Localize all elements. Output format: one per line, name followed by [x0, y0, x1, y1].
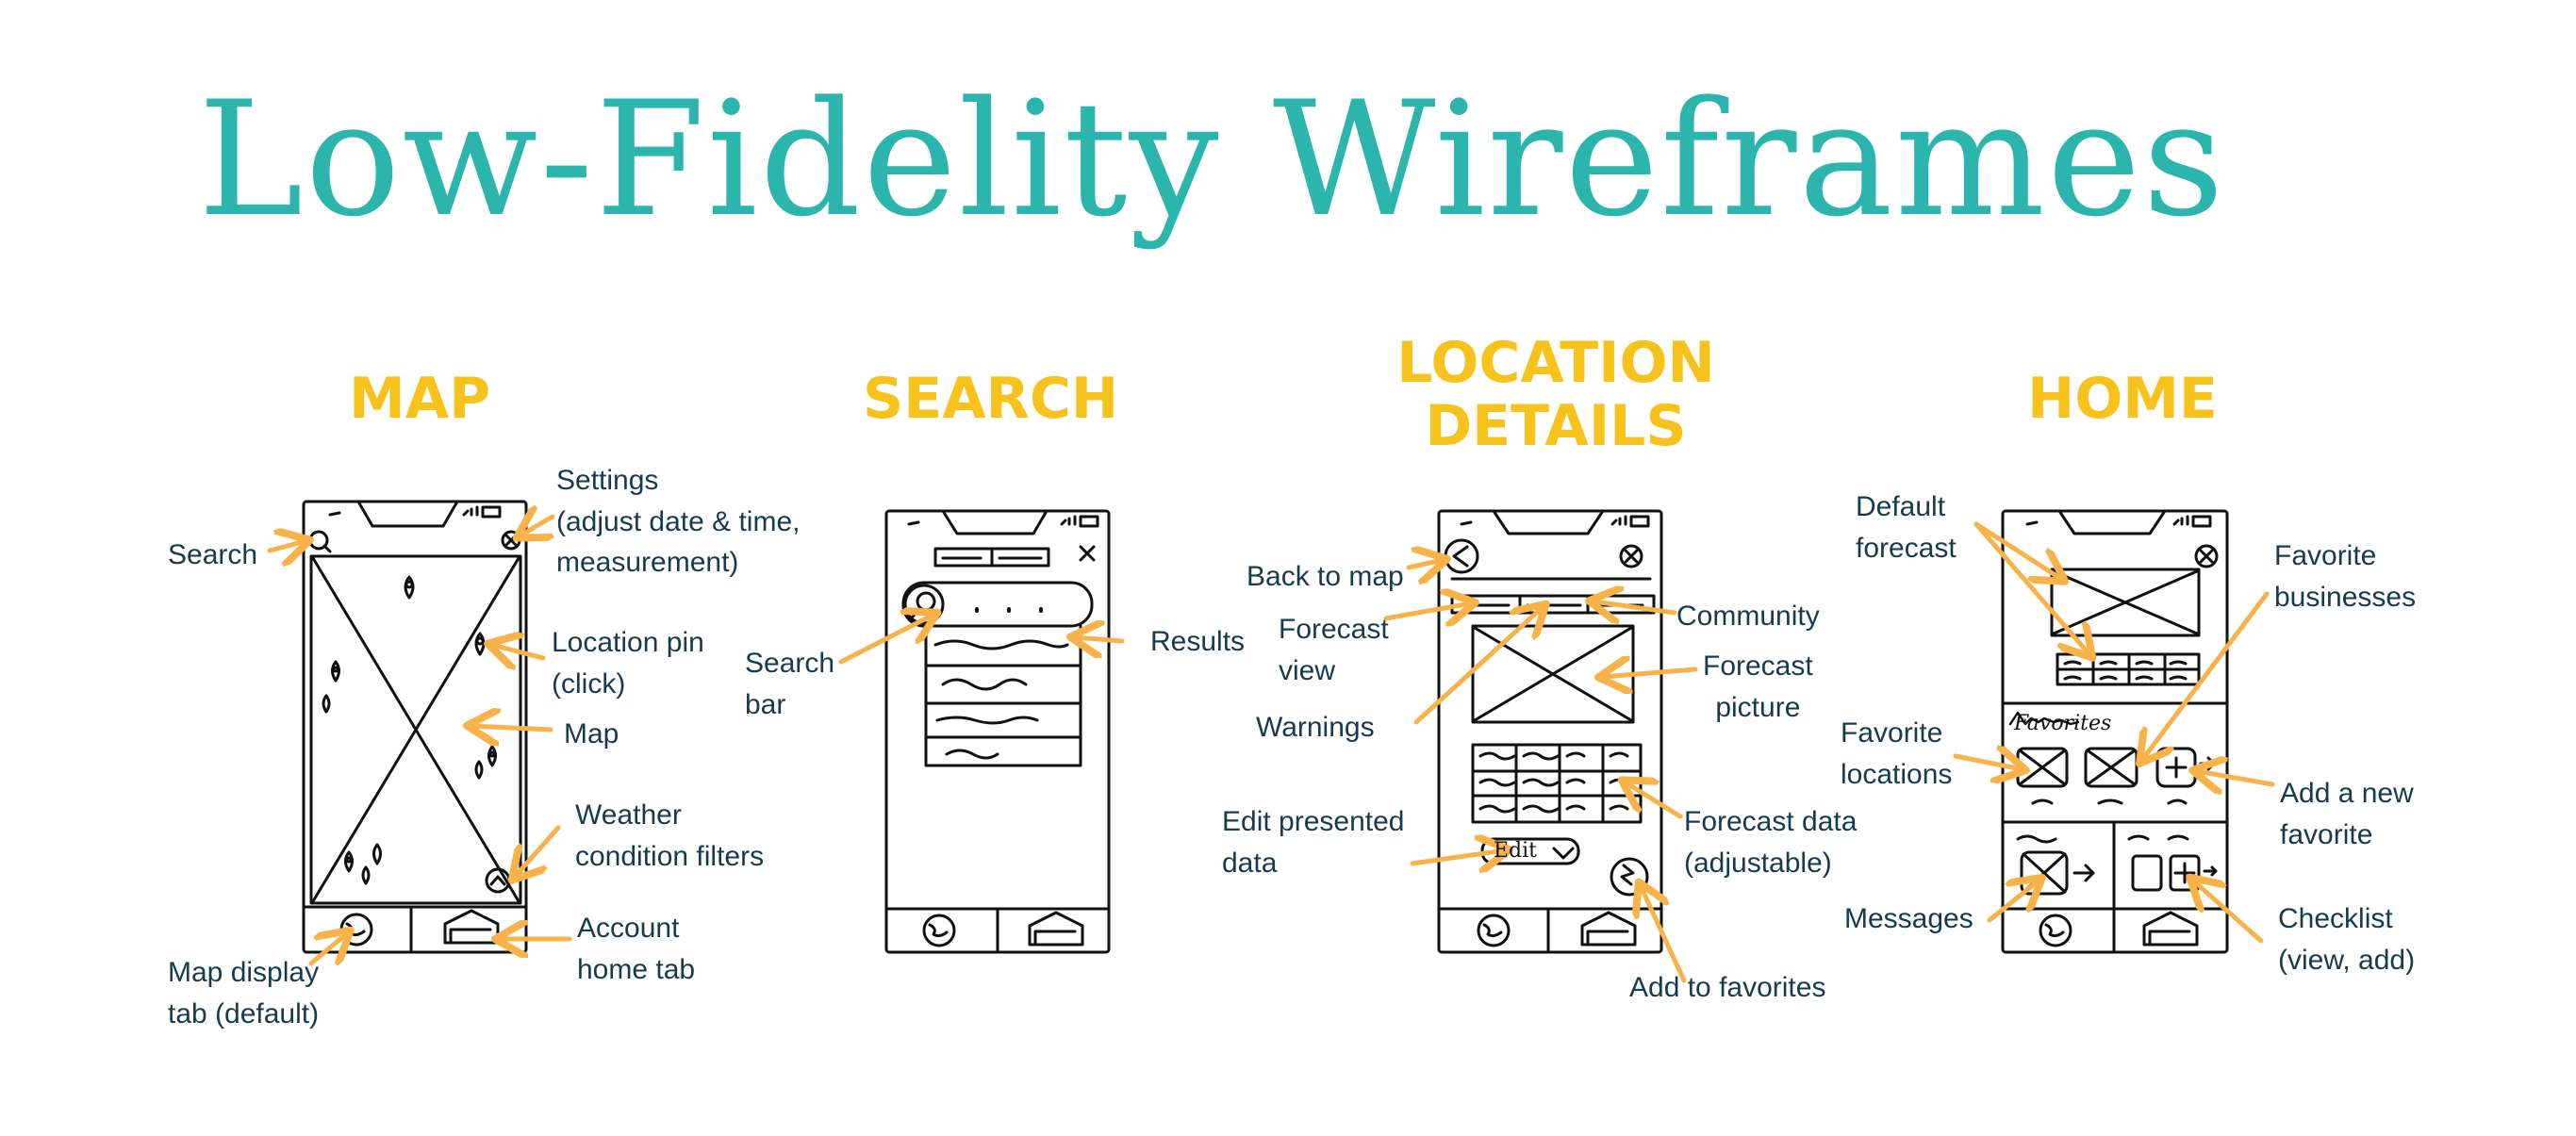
map-phone-wireframe [302, 500, 528, 954]
label-search: Search [168, 539, 258, 570]
label-search-bar: Search bar [745, 643, 834, 725]
label-warnings: Warnings [1256, 712, 1375, 743]
label-forecast-data-line2: (adjustable) [1684, 847, 1832, 879]
page-title: Low-Fidelity Wireframes [198, 67, 2226, 252]
label-forecast-view-line2: view [1279, 654, 1336, 686]
label-add-new-favorite-line2: favorite [2280, 818, 2373, 850]
annotation-arrows [267, 517, 2275, 983]
label-map-display-tab-line2: tab (default) [168, 997, 320, 1029]
edit-data-button-sketch: Edit [1494, 839, 1538, 863]
label-settings: Settings (adjust date & time, measuremen… [556, 460, 800, 584]
label-search-bar-line2: bar [745, 688, 786, 720]
label-add-new-favorite: Add a new favorite [2280, 773, 2414, 855]
label-location-pin-line2: (click) [552, 667, 626, 700]
section-search-heading: SEARCH [863, 366, 1119, 432]
label-forecast-view-line1: Forecast [1279, 614, 1389, 645]
label-weather-filters-line1: Weather [575, 799, 682, 831]
label-messages: Messages [1844, 903, 1973, 934]
label-back-to-map: Back to map [1247, 561, 1404, 592]
label-forecast-picture-line1: Forecast [1703, 650, 1813, 682]
label-weather-filters: Weather condition filters [575, 795, 764, 877]
label-weather-filters-line2: condition filters [575, 840, 765, 872]
label-map: Map [564, 718, 619, 749]
label-map-display-tab: Map display tab (default) [168, 952, 319, 1034]
favorites-heading-sketch: Favorites [2014, 712, 2112, 735]
section-location-details-heading: LOCATION DETAILS [1386, 330, 1726, 460]
section-home-heading: HOME [2027, 366, 2218, 432]
label-community: Community [1676, 601, 1820, 632]
label-account-home-tab-line1: Account [577, 913, 680, 944]
label-location-pin-line1: Location pin [552, 627, 704, 658]
label-edit-presented-data-line2: data [1222, 847, 1278, 879]
label-edit-presented-data-line1: Edit presented [1222, 806, 1405, 837]
section-location-line2: DETAILS [1425, 393, 1687, 460]
section-location-line1: LOCATION [1396, 330, 1715, 396]
label-checklist-line2: (view, add) [2278, 944, 2416, 976]
label-favorite-locations: Favorite locations [1841, 713, 1952, 795]
label-favorite-locations-line2: locations [1841, 758, 1953, 790]
label-default-forecast-line2: forecast [1856, 532, 1957, 564]
label-checklist: Checklist (view, add) [2278, 898, 2415, 980]
label-map-display-tab-line1: Map display [168, 957, 320, 988]
label-settings-line1: Settings [556, 465, 659, 496]
label-forecast-data-line1: Forecast data [1684, 806, 1858, 837]
label-forecast-picture-line2: picture [1715, 691, 1801, 723]
label-favorite-businesses-line2: businesses [2274, 581, 2417, 613]
label-forecast-view: Forecast view [1279, 609, 1389, 691]
label-account-home-tab: Account home tab [577, 908, 695, 990]
label-forecast-data: Forecast data (adjustable) [1684, 801, 1857, 883]
label-edit-presented-data: Edit presented data [1222, 801, 1404, 883]
label-search-bar-line1: Search [745, 648, 835, 679]
label-add-to-favorites: Add to favorites [1629, 972, 1826, 1003]
label-results: Results [1150, 626, 1246, 657]
section-map-heading: MAP [349, 366, 491, 432]
label-default-forecast: Default forecast [1856, 486, 1957, 568]
home-phone-wireframe [2001, 509, 2229, 954]
label-forecast-picture: Forecast picture [1703, 646, 1813, 728]
label-add-new-favorite-line1: Add a new [2280, 778, 2414, 809]
location-details-phone-wireframe [1437, 509, 1663, 954]
label-favorite-locations-line1: Favorite [1841, 717, 1943, 749]
label-favorite-businesses-line1: Favorite [2274, 540, 2377, 571]
label-location-pin: Location pin (click) [552, 622, 704, 704]
label-default-forecast-line1: Default [1856, 491, 1946, 522]
search-phone-wireframe [884, 509, 1111, 954]
label-favorite-businesses: Favorite businesses [2274, 535, 2416, 617]
label-account-home-tab-line2: home tab [577, 953, 696, 985]
label-settings-line3: measurement) [556, 547, 739, 578]
label-settings-line2: (adjust date & time, [556, 505, 801, 537]
label-checklist-line1: Checklist [2278, 903, 2393, 934]
